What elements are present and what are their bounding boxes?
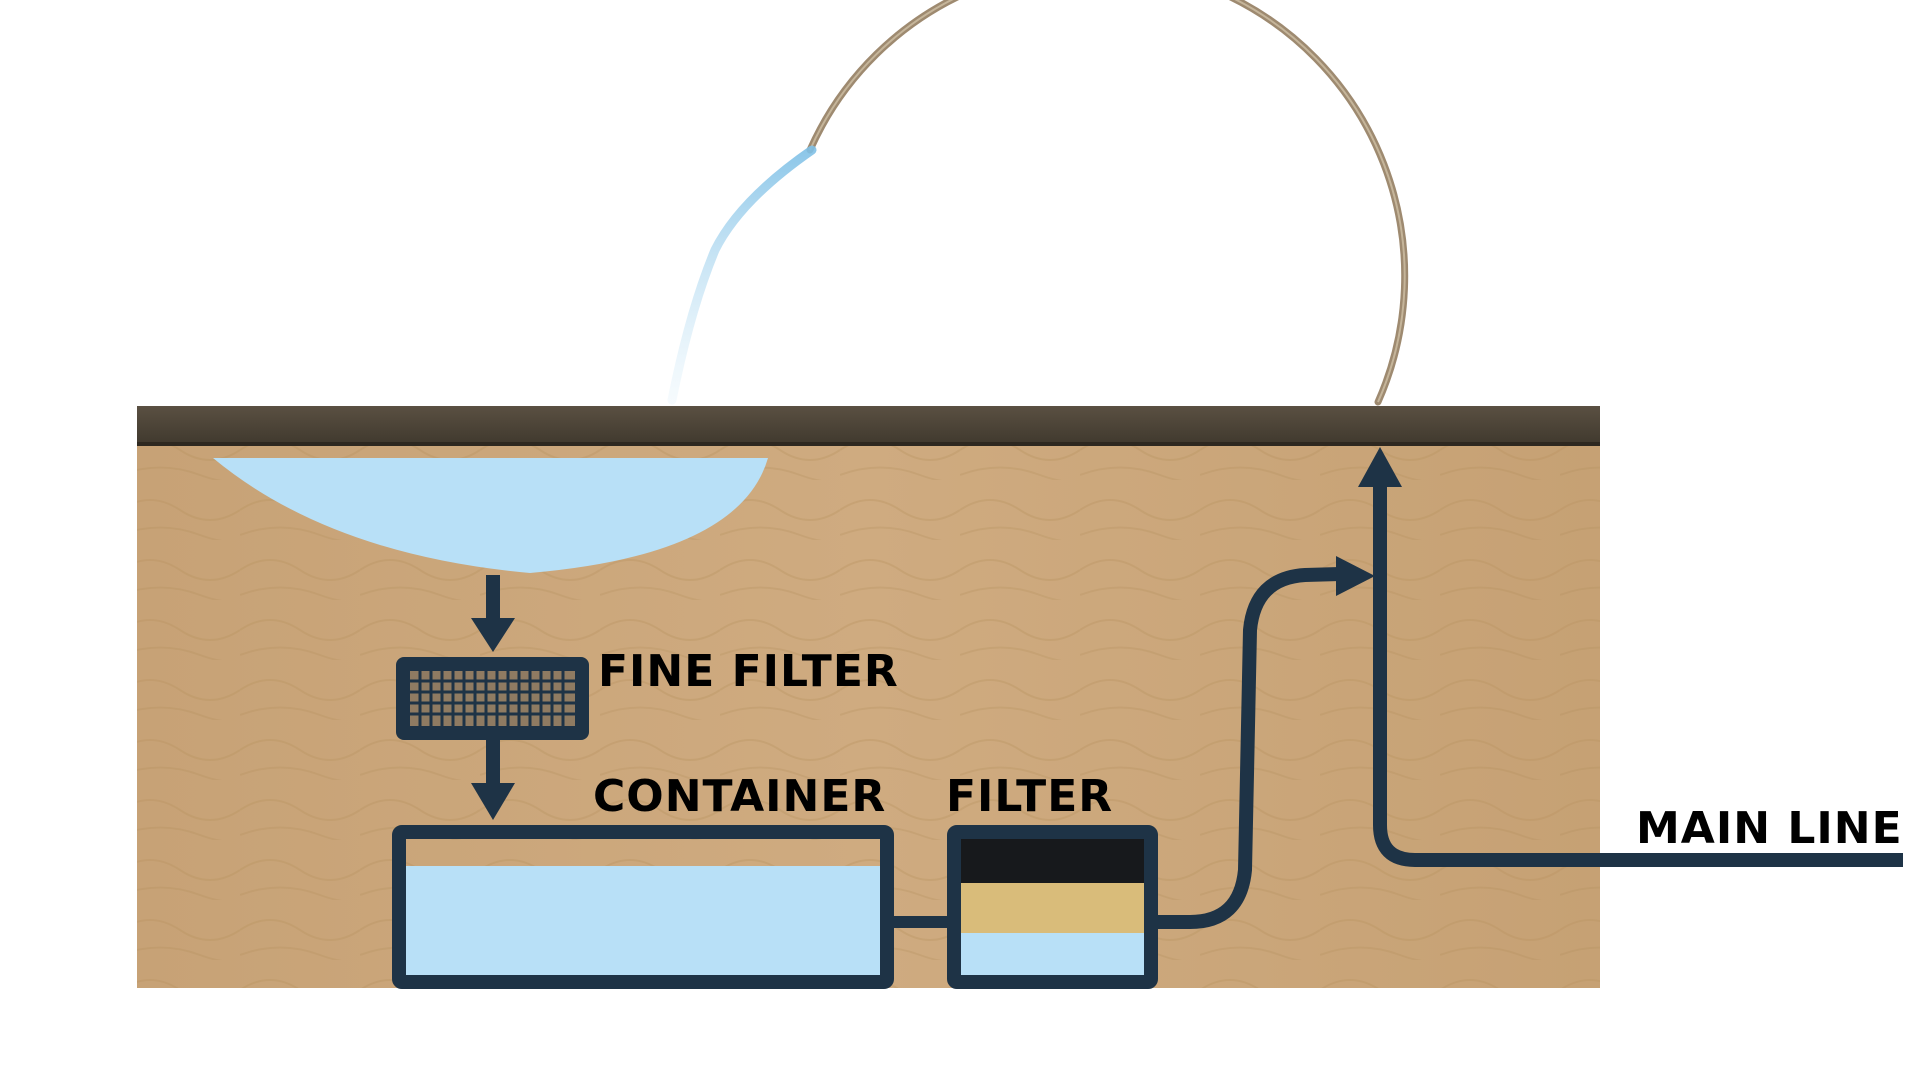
water-stream <box>667 145 817 405</box>
flow-arrow-icon <box>471 740 515 820</box>
container-tank <box>392 825 894 989</box>
fine-filter-label: FINE FILTER <box>598 646 899 697</box>
layered-filter <box>947 825 1158 989</box>
container-label: CONTAINER <box>593 771 887 822</box>
mesh-filter-icon <box>396 657 589 740</box>
countertop <box>137 406 1600 446</box>
main-line-label: MAIN LINE <box>1636 803 1903 854</box>
sand-layer <box>961 883 1144 933</box>
pipe-filter-to-faucet <box>1144 567 1347 929</box>
filter-label: FILTER <box>946 771 1114 822</box>
carbon-layer <box>961 839 1144 883</box>
flow-arrow-icon <box>471 575 515 652</box>
clean-water-layer <box>961 933 1144 975</box>
pipe-main-line <box>1373 476 1903 867</box>
sink-basin <box>213 458 768 573</box>
faucet-highlight <box>809 0 1406 403</box>
flow-arrow-icon <box>1358 447 1402 487</box>
flow-arrow-icon <box>1336 556 1375 596</box>
faucet-spout <box>806 0 1409 406</box>
countertop-edge <box>137 442 1600 446</box>
